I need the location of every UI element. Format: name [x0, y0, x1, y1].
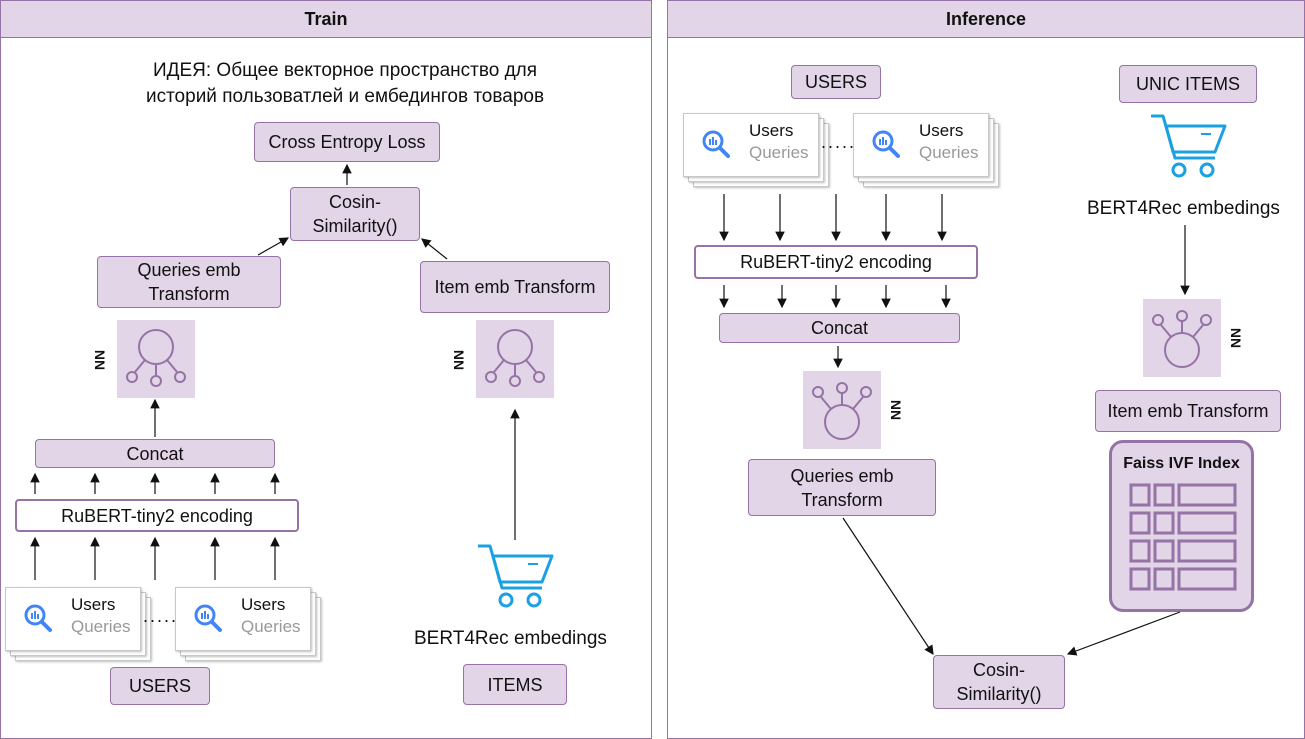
inf-nn-queries-label: NN	[888, 399, 905, 421]
shopping-cart-icon	[1151, 114, 1227, 178]
inf-users-box[interactable]: USERS	[791, 65, 881, 99]
train-nn-queries-icon	[117, 320, 195, 398]
train-users-queries-card-2: Users Queries	[175, 587, 321, 661]
shopping-cart-icon	[478, 544, 554, 608]
train-users-label: USERS	[128, 676, 191, 696]
card-users-label: Users	[749, 121, 794, 140]
inf-queries-transform-box[interactable]: Queries emb Transform	[748, 459, 936, 516]
nn-network-icon	[485, 329, 545, 387]
inf-queries-transform-line1: Queries emb	[790, 465, 894, 486]
train-loss-box[interactable]: Cross Entropy Loss	[254, 122, 440, 162]
inf-unic-items-label: UNIC ITEMS	[1135, 74, 1240, 94]
nn-network-icon	[1152, 310, 1212, 368]
card-users-label: Users	[71, 595, 116, 614]
train-encoder-label: RuBERT-tiny2 encoding	[61, 505, 253, 526]
idea-line-1: ИДЕЯ: Общее векторное пространство для	[152, 60, 538, 81]
idea-text: ИДЕЯ: Общее векторное пространство для и…	[100, 58, 590, 110]
inf-users-queries-card-2: Users Queries	[853, 113, 999, 187]
train-items-label: ITEMS	[487, 674, 543, 695]
inf-nn-items-icon	[1143, 299, 1221, 377]
train-cards-dots: .....	[143, 606, 179, 626]
inf-encoder-box[interactable]: RuBERT-tiny2 encoding	[694, 245, 978, 279]
inf-cosin-box[interactable]: Cosin- Similarity()	[933, 655, 1065, 709]
table-grid-icon	[1129, 483, 1237, 591]
card-queries-label: Queries	[71, 617, 131, 636]
inf-item-transform-box[interactable]: Item emb Transform	[1095, 390, 1281, 432]
faiss-index-box[interactable]: Faiss IVF Index	[1109, 440, 1254, 612]
train-nn-items-icon	[476, 320, 554, 398]
inf-item-transform-label: Item emb Transform	[1107, 401, 1269, 421]
inference-panel-title: Inference	[668, 1, 1304, 38]
card-users-label: Users	[241, 595, 286, 614]
card-queries-label: Queries	[241, 617, 301, 636]
inf-cards-dots: .....	[821, 132, 857, 152]
faiss-index-title: Faiss IVF Index	[1123, 455, 1240, 472]
train-users-queries-card-1: Users Queries	[5, 587, 151, 661]
train-users-box[interactable]: USERS	[110, 667, 210, 705]
train-nn-items-label: NN	[451, 349, 468, 371]
train-concat-box[interactable]: Concat	[35, 439, 275, 468]
inf-unic-items-box[interactable]: UNIC ITEMS	[1119, 65, 1257, 103]
nn-network-icon	[812, 382, 872, 440]
bigquery-icon	[24, 604, 52, 632]
train-queries-transform-box[interactable]: Queries emb Transform	[97, 256, 281, 308]
train-panel-title: Train	[1, 1, 651, 38]
inf-encoder-label: RuBERT-tiny2 encoding	[740, 252, 932, 272]
train-queries-transform-line2: Transform	[148, 284, 230, 304]
inf-users-label: USERS	[804, 72, 867, 92]
inf-cosin-line2: Similarity()	[956, 684, 1042, 704]
train-concat-label: Concat	[126, 443, 184, 464]
inf-users-queries-card-1: Users Queries	[683, 113, 829, 187]
train-nn-queries-label: NN	[92, 349, 109, 371]
train-items-box[interactable]: ITEMS	[463, 664, 567, 705]
train-encoder-box[interactable]: RuBERT-tiny2 encoding	[15, 499, 299, 532]
bigquery-icon	[872, 130, 900, 158]
train-cosin-line1: Cosin-	[328, 192, 381, 212]
inf-cosin-line1: Cosin-	[972, 660, 1025, 680]
inf-concat-label: Concat	[810, 318, 869, 338]
nn-network-icon	[126, 329, 186, 387]
train-cosin-box[interactable]: Cosin- Similarity()	[290, 187, 420, 241]
inf-queries-transform-line2: Transform	[801, 489, 883, 510]
card-users-label: Users	[919, 121, 964, 140]
train-loss-label: Cross Entropy Loss	[268, 132, 426, 152]
inf-bert4rec-caption: BERT4Rec embedings	[1087, 198, 1280, 219]
inf-concat-box[interactable]: Concat	[719, 313, 960, 343]
inf-nn-queries-icon	[803, 371, 881, 449]
bigquery-icon	[702, 130, 730, 158]
idea-line-2: историй пользоватлей и ембедингов товаро…	[145, 86, 545, 107]
train-queries-transform-line1: Queries emb	[137, 260, 241, 280]
bigquery-icon	[194, 604, 222, 632]
card-queries-label: Queries	[919, 143, 979, 162]
train-item-transform-box[interactable]: Item emb Transform	[420, 261, 610, 313]
train-cosin-line2: Similarity()	[312, 216, 398, 236]
train-item-transform-label: Item emb Transform	[434, 277, 596, 297]
train-bert4rec-caption: BERT4Rec embedings	[414, 628, 607, 649]
card-queries-label: Queries	[749, 143, 809, 162]
inf-nn-items-label: NN	[1228, 327, 1245, 349]
